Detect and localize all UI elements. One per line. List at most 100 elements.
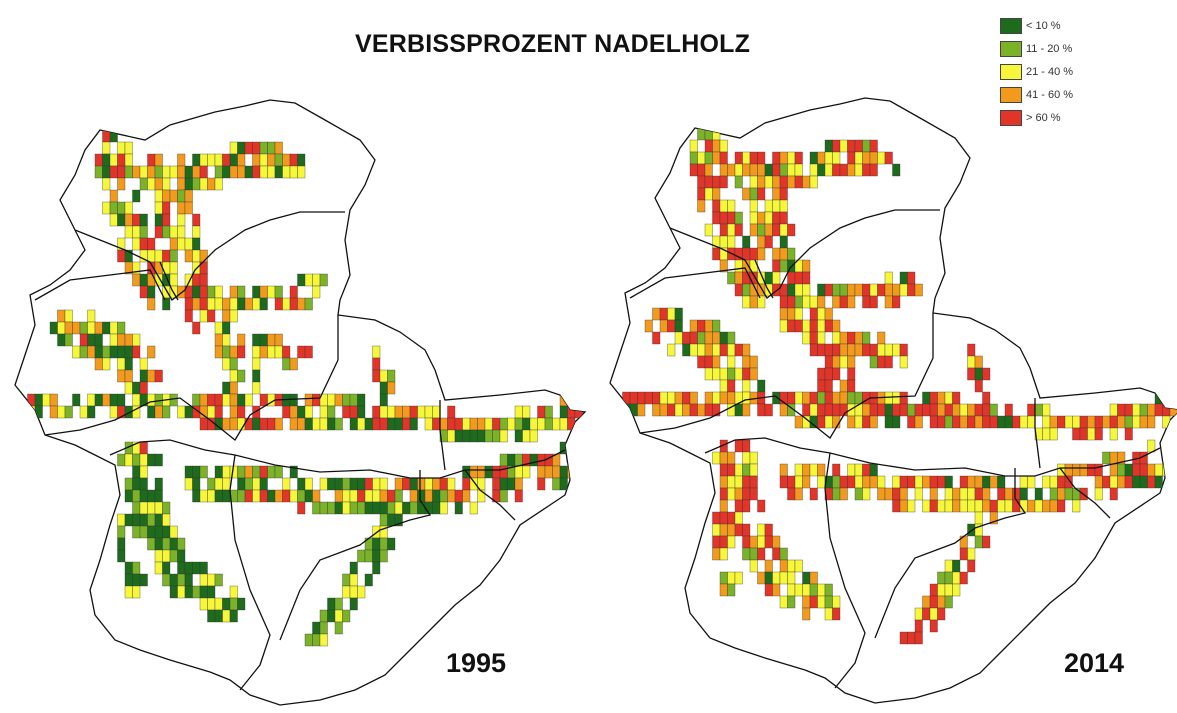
grid-cell bbox=[839, 163, 848, 177]
grid-cell bbox=[394, 417, 403, 431]
grid-cell bbox=[884, 151, 893, 165]
grid-cell bbox=[1117, 463, 1126, 477]
grid-cell bbox=[734, 499, 743, 513]
grid-cell bbox=[1094, 487, 1103, 501]
district-border bbox=[229, 454, 271, 691]
damage-grid-1995 bbox=[27, 129, 585, 647]
grid-cell bbox=[802, 295, 811, 309]
grid-cell bbox=[432, 489, 441, 503]
grid-cell bbox=[899, 391, 908, 405]
grid-cell bbox=[132, 345, 141, 359]
grid-cell bbox=[757, 571, 766, 585]
grid-cell bbox=[507, 453, 516, 467]
grid-cell bbox=[869, 295, 878, 309]
grid-cell bbox=[154, 189, 163, 203]
grid-cell bbox=[102, 201, 111, 215]
grid-cell bbox=[372, 357, 381, 371]
grid-cell bbox=[417, 501, 426, 515]
grid-cell bbox=[124, 213, 133, 227]
grid-cell bbox=[884, 271, 893, 285]
grid-cell bbox=[297, 477, 306, 491]
grid-cell bbox=[222, 609, 231, 623]
grid-cell bbox=[244, 141, 253, 155]
grid-cell bbox=[712, 343, 721, 357]
district-border bbox=[1034, 398, 1041, 469]
grid-cell bbox=[394, 405, 403, 419]
grid-cell bbox=[674, 307, 683, 321]
grid-cell bbox=[154, 225, 163, 239]
grid-cell bbox=[959, 487, 968, 501]
grid-cell bbox=[109, 129, 118, 143]
grid-cell bbox=[982, 391, 991, 405]
grid-cell bbox=[742, 499, 751, 513]
grid-cell bbox=[537, 405, 546, 419]
grid-cell bbox=[252, 141, 261, 155]
grid-cell bbox=[409, 477, 418, 491]
grid-cell bbox=[824, 379, 833, 393]
grid-cell bbox=[139, 177, 148, 191]
grid-cell bbox=[522, 417, 531, 431]
grid-cell bbox=[229, 153, 238, 167]
grid-cell bbox=[402, 405, 411, 419]
grid-cell bbox=[727, 163, 736, 177]
grid-cell bbox=[439, 489, 448, 503]
grid-cell bbox=[772, 571, 781, 585]
grid-cell bbox=[907, 283, 916, 297]
grid-cell bbox=[749, 355, 758, 369]
grid-cell bbox=[87, 405, 96, 419]
grid-cell bbox=[1139, 403, 1148, 417]
grid-cell bbox=[117, 357, 126, 371]
grid-cell bbox=[899, 283, 908, 297]
grid-cell bbox=[334, 609, 343, 623]
grid-cell bbox=[839, 391, 848, 405]
grid-cell bbox=[289, 393, 298, 407]
grid-cell bbox=[109, 213, 118, 227]
grid-cell bbox=[132, 333, 141, 347]
grid-cell bbox=[734, 439, 743, 453]
grid-cell bbox=[974, 499, 983, 513]
grid-cell bbox=[869, 475, 878, 489]
grid-cell bbox=[274, 333, 283, 347]
map-1995 bbox=[14, 99, 587, 706]
grid-cell bbox=[379, 537, 388, 551]
grid-cell bbox=[742, 391, 751, 405]
grid-cell bbox=[222, 417, 231, 431]
grid-cell bbox=[1064, 415, 1073, 429]
grid-cell bbox=[49, 405, 58, 419]
grid-cell bbox=[432, 501, 441, 515]
grid-cell bbox=[847, 475, 856, 489]
grid-cell bbox=[379, 513, 388, 527]
grid-cell bbox=[922, 595, 931, 609]
grid-cell bbox=[779, 151, 788, 165]
grid-cell bbox=[749, 547, 758, 561]
grid-cell bbox=[237, 489, 246, 503]
grid-cell bbox=[802, 391, 811, 405]
grid-cell bbox=[229, 597, 238, 611]
grid-cell bbox=[379, 501, 388, 515]
grid-cell bbox=[319, 633, 328, 647]
grid-cell bbox=[222, 297, 231, 311]
grid-cell bbox=[154, 201, 163, 215]
grid-cell bbox=[387, 417, 396, 431]
grid-cell bbox=[229, 141, 238, 155]
grid-cell bbox=[862, 283, 871, 297]
grid-cell bbox=[349, 585, 358, 599]
grid-cell bbox=[817, 343, 826, 357]
grid-cell bbox=[387, 513, 396, 527]
grid-cell bbox=[712, 151, 721, 165]
grid-cell bbox=[124, 153, 133, 167]
grid-cell bbox=[499, 477, 508, 491]
grid-cell bbox=[787, 571, 796, 585]
grid-cell bbox=[697, 343, 706, 357]
grid-cell bbox=[809, 151, 818, 165]
grid-cell bbox=[124, 561, 133, 575]
grid-cell bbox=[884, 403, 893, 417]
grid-cell bbox=[327, 393, 336, 407]
grid-cell bbox=[229, 357, 238, 371]
district-border bbox=[109, 439, 566, 479]
grid-cell bbox=[237, 465, 246, 479]
grid-cell bbox=[764, 199, 773, 213]
grid-cell bbox=[109, 153, 118, 167]
grid-cell bbox=[364, 417, 373, 431]
grid-cell bbox=[682, 403, 691, 417]
